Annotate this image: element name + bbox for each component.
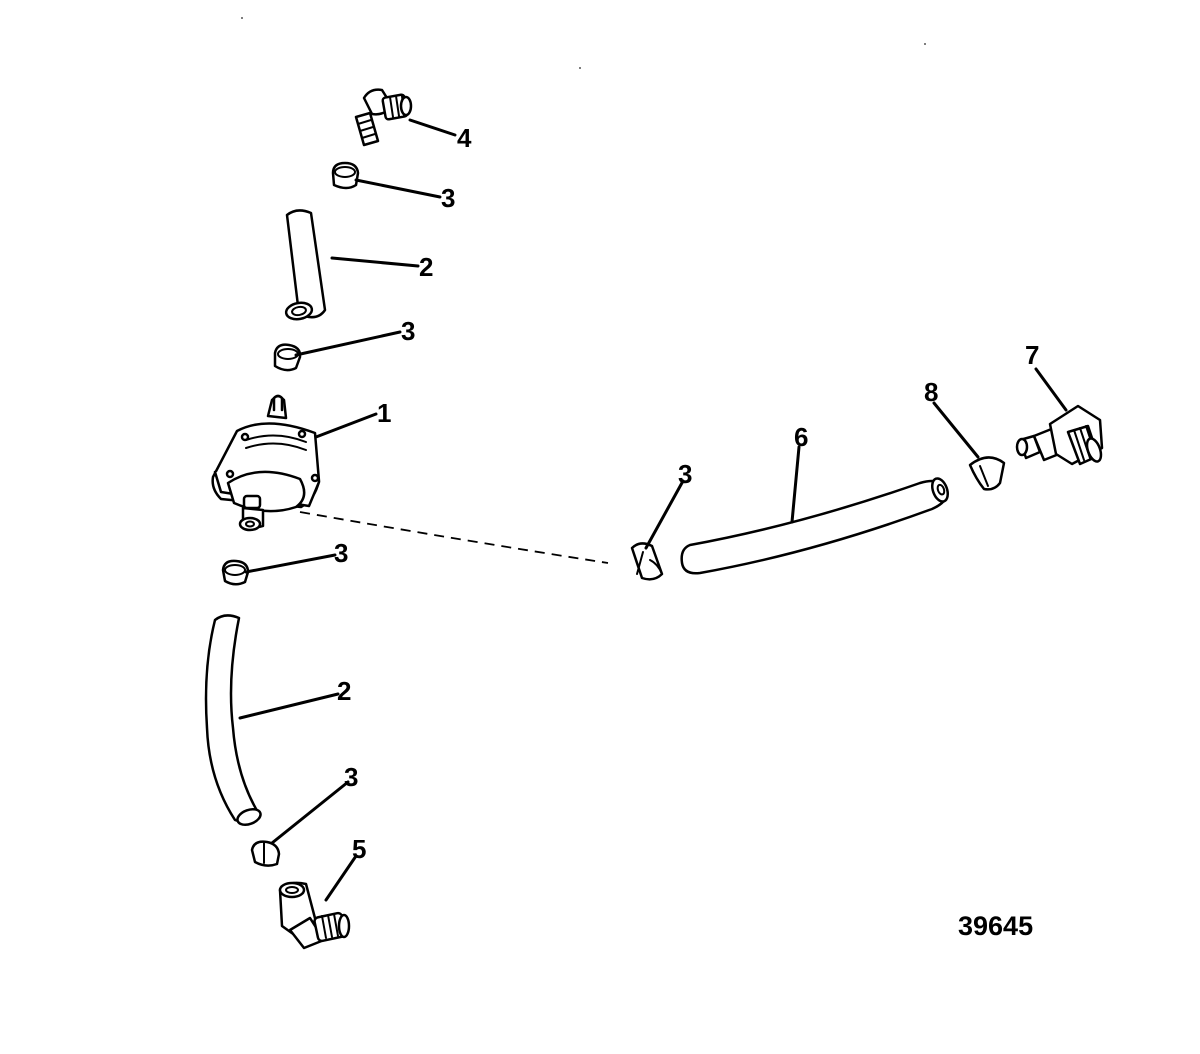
hose-clamp-e	[630, 542, 664, 581]
elbow-fitting-bottom	[278, 881, 351, 950]
callout-4-top: 4	[457, 123, 472, 153]
callout-2-bottom: 2	[337, 676, 351, 706]
hose-clamp-b	[273, 343, 302, 372]
callout-2-top: 2	[419, 252, 433, 282]
figure-number: 39645	[958, 911, 1033, 941]
fuel-hose-long	[204, 614, 262, 827]
elbow-fitting-top	[354, 88, 413, 147]
hose-clamp-c	[221, 559, 250, 586]
routing-dashed-line	[299, 511, 609, 564]
hose-clip	[968, 456, 1006, 491]
callout-3-d: 3	[344, 762, 358, 792]
callout-6: 6	[794, 422, 808, 452]
callout-3-c: 3	[334, 538, 348, 568]
callout-3-b: 3	[401, 316, 415, 346]
fuel-hose-short	[284, 209, 327, 321]
fuel-hose-horizontal	[680, 477, 950, 575]
callout-8: 8	[924, 377, 938, 407]
hose-clamp-d	[250, 840, 281, 867]
callout-3-e: 3	[678, 459, 692, 489]
fuel-pump	[211, 394, 321, 532]
hose-clamp-a	[331, 161, 360, 190]
callout-5: 5	[352, 834, 366, 864]
straight-fitting	[1015, 404, 1104, 466]
callout-3-a: 3	[441, 183, 455, 213]
callout-1: 1	[377, 398, 391, 428]
leader-lines	[238, 118, 1068, 902]
callout-7: 7	[1025, 340, 1039, 370]
